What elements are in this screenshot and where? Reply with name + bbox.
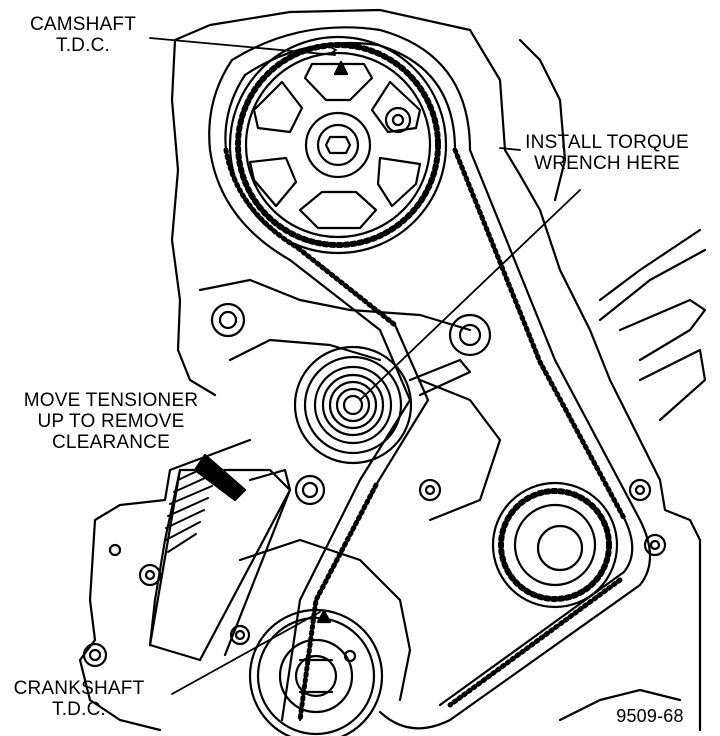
crankshaft-tdc-label: CRANKSHAFT T.D.C.: [4, 678, 154, 720]
camshaft-tdc-mark-icon: [333, 60, 349, 76]
crankshaft-label-line-2: T.D.C.: [52, 699, 106, 720]
torque-label-line-1: INSTALL TORQUE: [525, 132, 689, 153]
crankshaft-sprocket: [248, 608, 384, 736]
camshaft-label-line-2: T.D.C.: [56, 35, 110, 56]
tensioner-body: [148, 468, 292, 662]
tensioner-label-line-1: MOVE TENSIONER: [23, 390, 199, 411]
move-tensioner-label: MOVE TENSIONER UP TO REMOVE CLEARANCE: [6, 390, 216, 453]
tensioner-label-line-3: CLEARANCE: [52, 432, 170, 453]
tensioner-up-arrow-icon: [193, 453, 247, 502]
crankshaft-label-line-1: CRANKSHAFT: [13, 678, 145, 699]
tensioner-pulley: [293, 345, 472, 465]
camshaft-label-line-1: CAMSHAFT: [29, 14, 137, 35]
crankshaft-tdc-mark-icon: [316, 609, 332, 624]
camshaft-tdc-label: CAMSHAFT T.D.C.: [18, 14, 148, 56]
torque-label-line-2: WRENCH HERE: [534, 153, 680, 174]
block-bolts: [82, 106, 667, 668]
figure-number: 9509-68: [616, 706, 684, 726]
tensioner-spring-icon: [165, 464, 215, 553]
tensioner-label-line-2: UP TO REMOVE: [37, 411, 185, 432]
engine-block-outline: [78, 8, 707, 732]
water-pump-sprocket: [491, 481, 619, 609]
leader-lines: [149, 37, 581, 695]
camshaft-sprocket: [228, 35, 448, 255]
install-torque-wrench-label: INSTALL TORQUE WRENCH HERE: [512, 132, 702, 174]
